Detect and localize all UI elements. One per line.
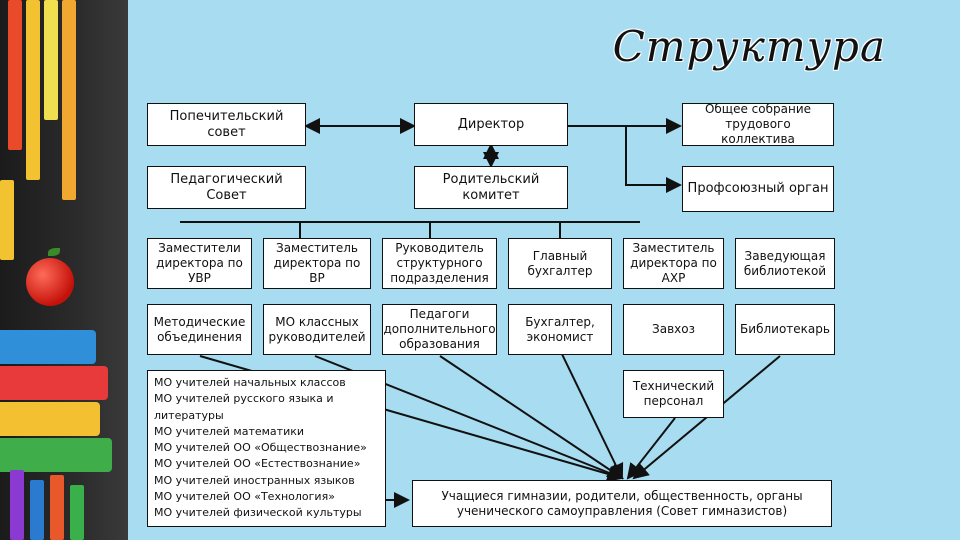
parent-committee-box: Родительский комитет [414, 166, 568, 209]
pedagogical-council-box: Педагогический Совет [147, 166, 306, 209]
general-meeting-box: Общее собрание трудового коллектива [682, 102, 834, 146]
director-box: Директор [414, 103, 568, 146]
apple-icon [26, 258, 74, 306]
supply-manager-box: Завхоз [623, 304, 724, 355]
mo-list-item: МО учителей иностранных языков [154, 473, 355, 487]
methodical-associations-box: Методические объединения [147, 304, 252, 355]
mo-list-item: МО учителей начальных классов [154, 376, 346, 389]
deputy-uvr-box: Заместители директора по УВР [147, 238, 252, 289]
page-title: Структура [612, 22, 886, 71]
mo-list-item: МО учителей физической культуры [154, 506, 362, 520]
accountant-economist-box: Бухгалтер, экономист [508, 304, 612, 355]
board-of-trustees-box: Попечительский совет [147, 103, 306, 146]
head-library-box: Заведующая библиотекой [735, 238, 835, 289]
students-community-box: Учащиеся гимназии, родители, общественно… [412, 480, 832, 527]
mo-list-box: МО учителей начальных классов МО учителе… [147, 370, 386, 527]
librarian-box: Библиотекарь [735, 304, 835, 355]
chief-accountant-box: Главный бухгалтер [508, 238, 612, 289]
mo-list-item: литературы [154, 408, 224, 422]
decorative-school-supplies [0, 0, 128, 540]
mo-list-item: МО учителей ОО «Естествознание» [154, 457, 361, 471]
mo-class-teachers-box: МО классных руководителей [263, 304, 371, 355]
mo-list-item: МО учителей русского языка и [154, 392, 334, 406]
mo-list-item: МО учителей математики [154, 424, 305, 438]
deputy-ahr-box: Заместитель директора по АХР [623, 238, 724, 289]
trade-union-box: Профсоюзный орган [682, 166, 834, 212]
apple-leaf-icon [48, 248, 60, 256]
deputy-vr-box: Заместитель директора по ВР [263, 238, 371, 289]
technical-staff-box: Технический персонал [623, 370, 724, 418]
head-structural-unit-box: Руководитель структурного подразделения [382, 238, 497, 289]
mo-list-item: МО учителей ОО «Технология» [154, 490, 335, 504]
additional-education-teachers-box: Педагоги дополнительного образования [382, 304, 497, 355]
mo-list-item: МО учителей ОО «Обществознание» [154, 441, 367, 455]
